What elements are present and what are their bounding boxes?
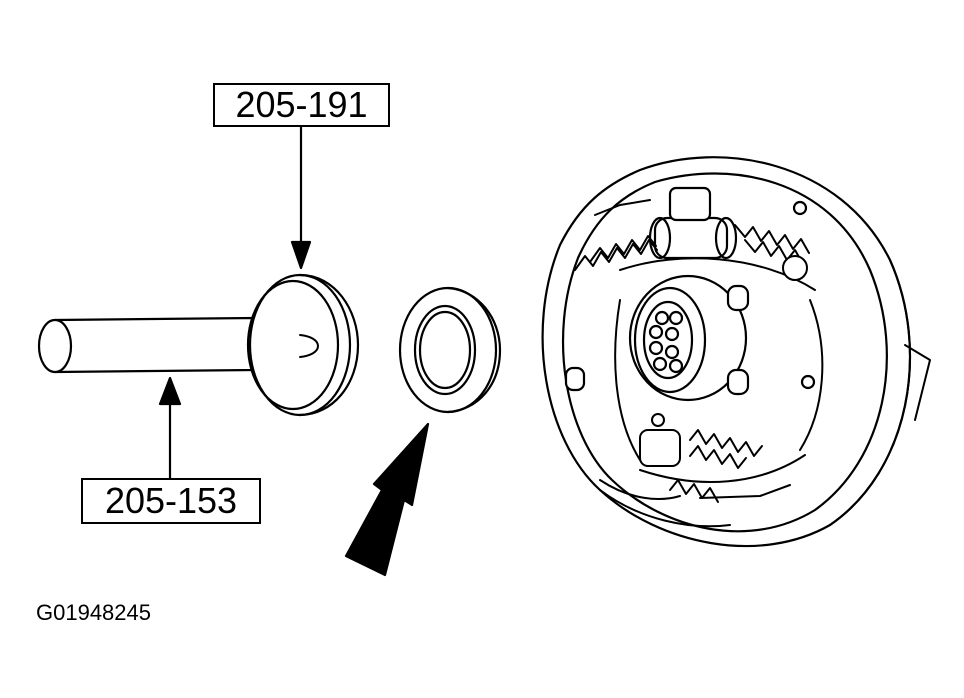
wheel-studs	[564, 200, 816, 396]
callout-installer-tool: 205-191	[213, 83, 390, 127]
lower-adjuster-springs	[599, 413, 791, 503]
wheel-cylinder-top	[648, 186, 738, 260]
axle-hub	[628, 274, 748, 402]
installer-tool	[246, 273, 360, 417]
arrow-to-seal	[344, 422, 430, 577]
upper-return-springs	[574, 224, 810, 281]
arrow-to-installer	[290, 125, 312, 270]
callout-handle-tool: 205-153	[81, 478, 261, 524]
figure-id-label: G01948245	[36, 600, 151, 625]
arrow-to-handle	[158, 376, 182, 480]
axle-seal	[398, 286, 502, 414]
